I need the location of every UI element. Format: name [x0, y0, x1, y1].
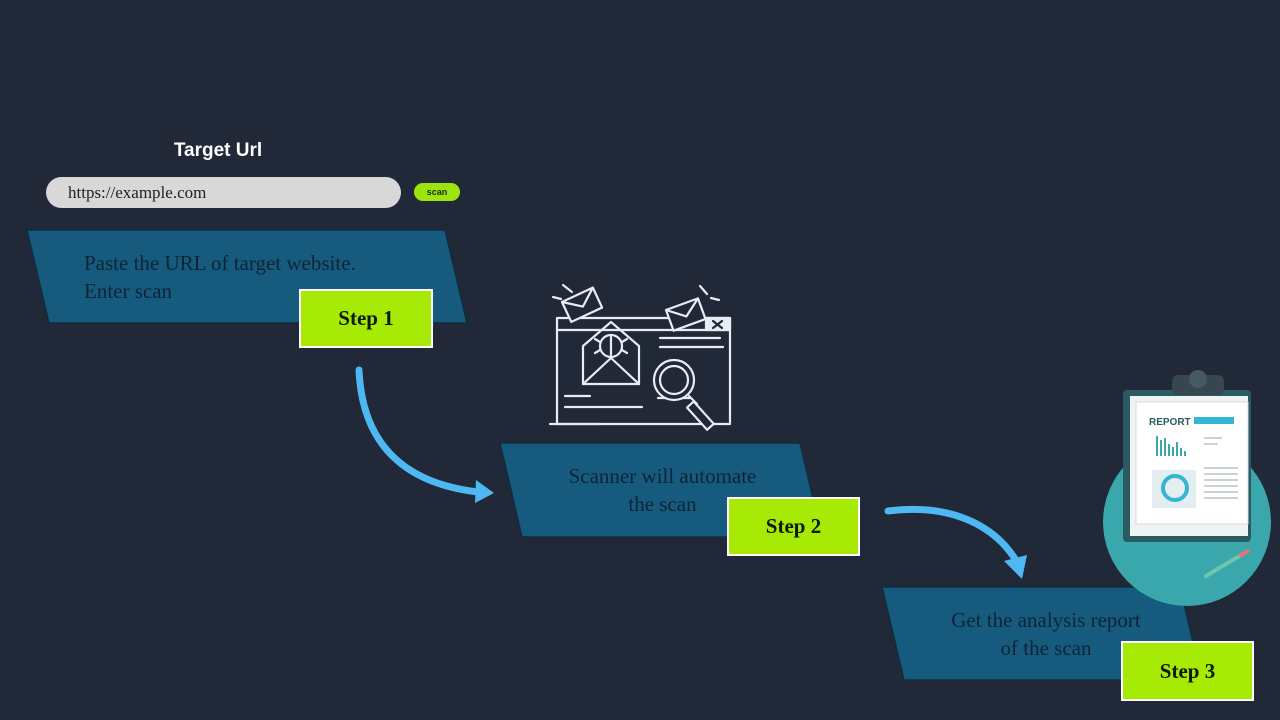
- curved-arrow-icon: [355, 366, 494, 503]
- step-2-description: Scanner will automate the scan: [535, 462, 790, 518]
- step-3-line-2: of the scan: [1000, 636, 1092, 660]
- step-2-line-2: the scan: [628, 492, 697, 516]
- step-2-badge: Step 2: [727, 497, 860, 556]
- step-1-description: Paste the URL of target website. Enter s…: [84, 249, 424, 305]
- scan-button[interactable]: scan: [414, 183, 460, 201]
- step-1-line-1: Paste the URL of target website.: [84, 251, 356, 275]
- step-1-line-2: Enter scan: [84, 279, 173, 303]
- step-2-line-1: Scanner will automate: [568, 464, 757, 488]
- step-3-line-1: Get the analysis report: [951, 608, 1141, 632]
- report-title: REPORT: [1149, 417, 1191, 428]
- scanner-illustration-icon: [548, 283, 732, 431]
- target-url-label: Target Url: [173, 140, 263, 161]
- report-clipboard-icon: REPORT: [1103, 370, 1271, 606]
- step-1-badge: Step 1: [299, 289, 433, 348]
- url-input[interactable]: [46, 177, 401, 208]
- step-3-description: Get the analysis report of the scan: [915, 606, 1177, 662]
- step-3-badge: Step 3: [1121, 641, 1254, 701]
- curved-arrow-icon: [884, 505, 1027, 579]
